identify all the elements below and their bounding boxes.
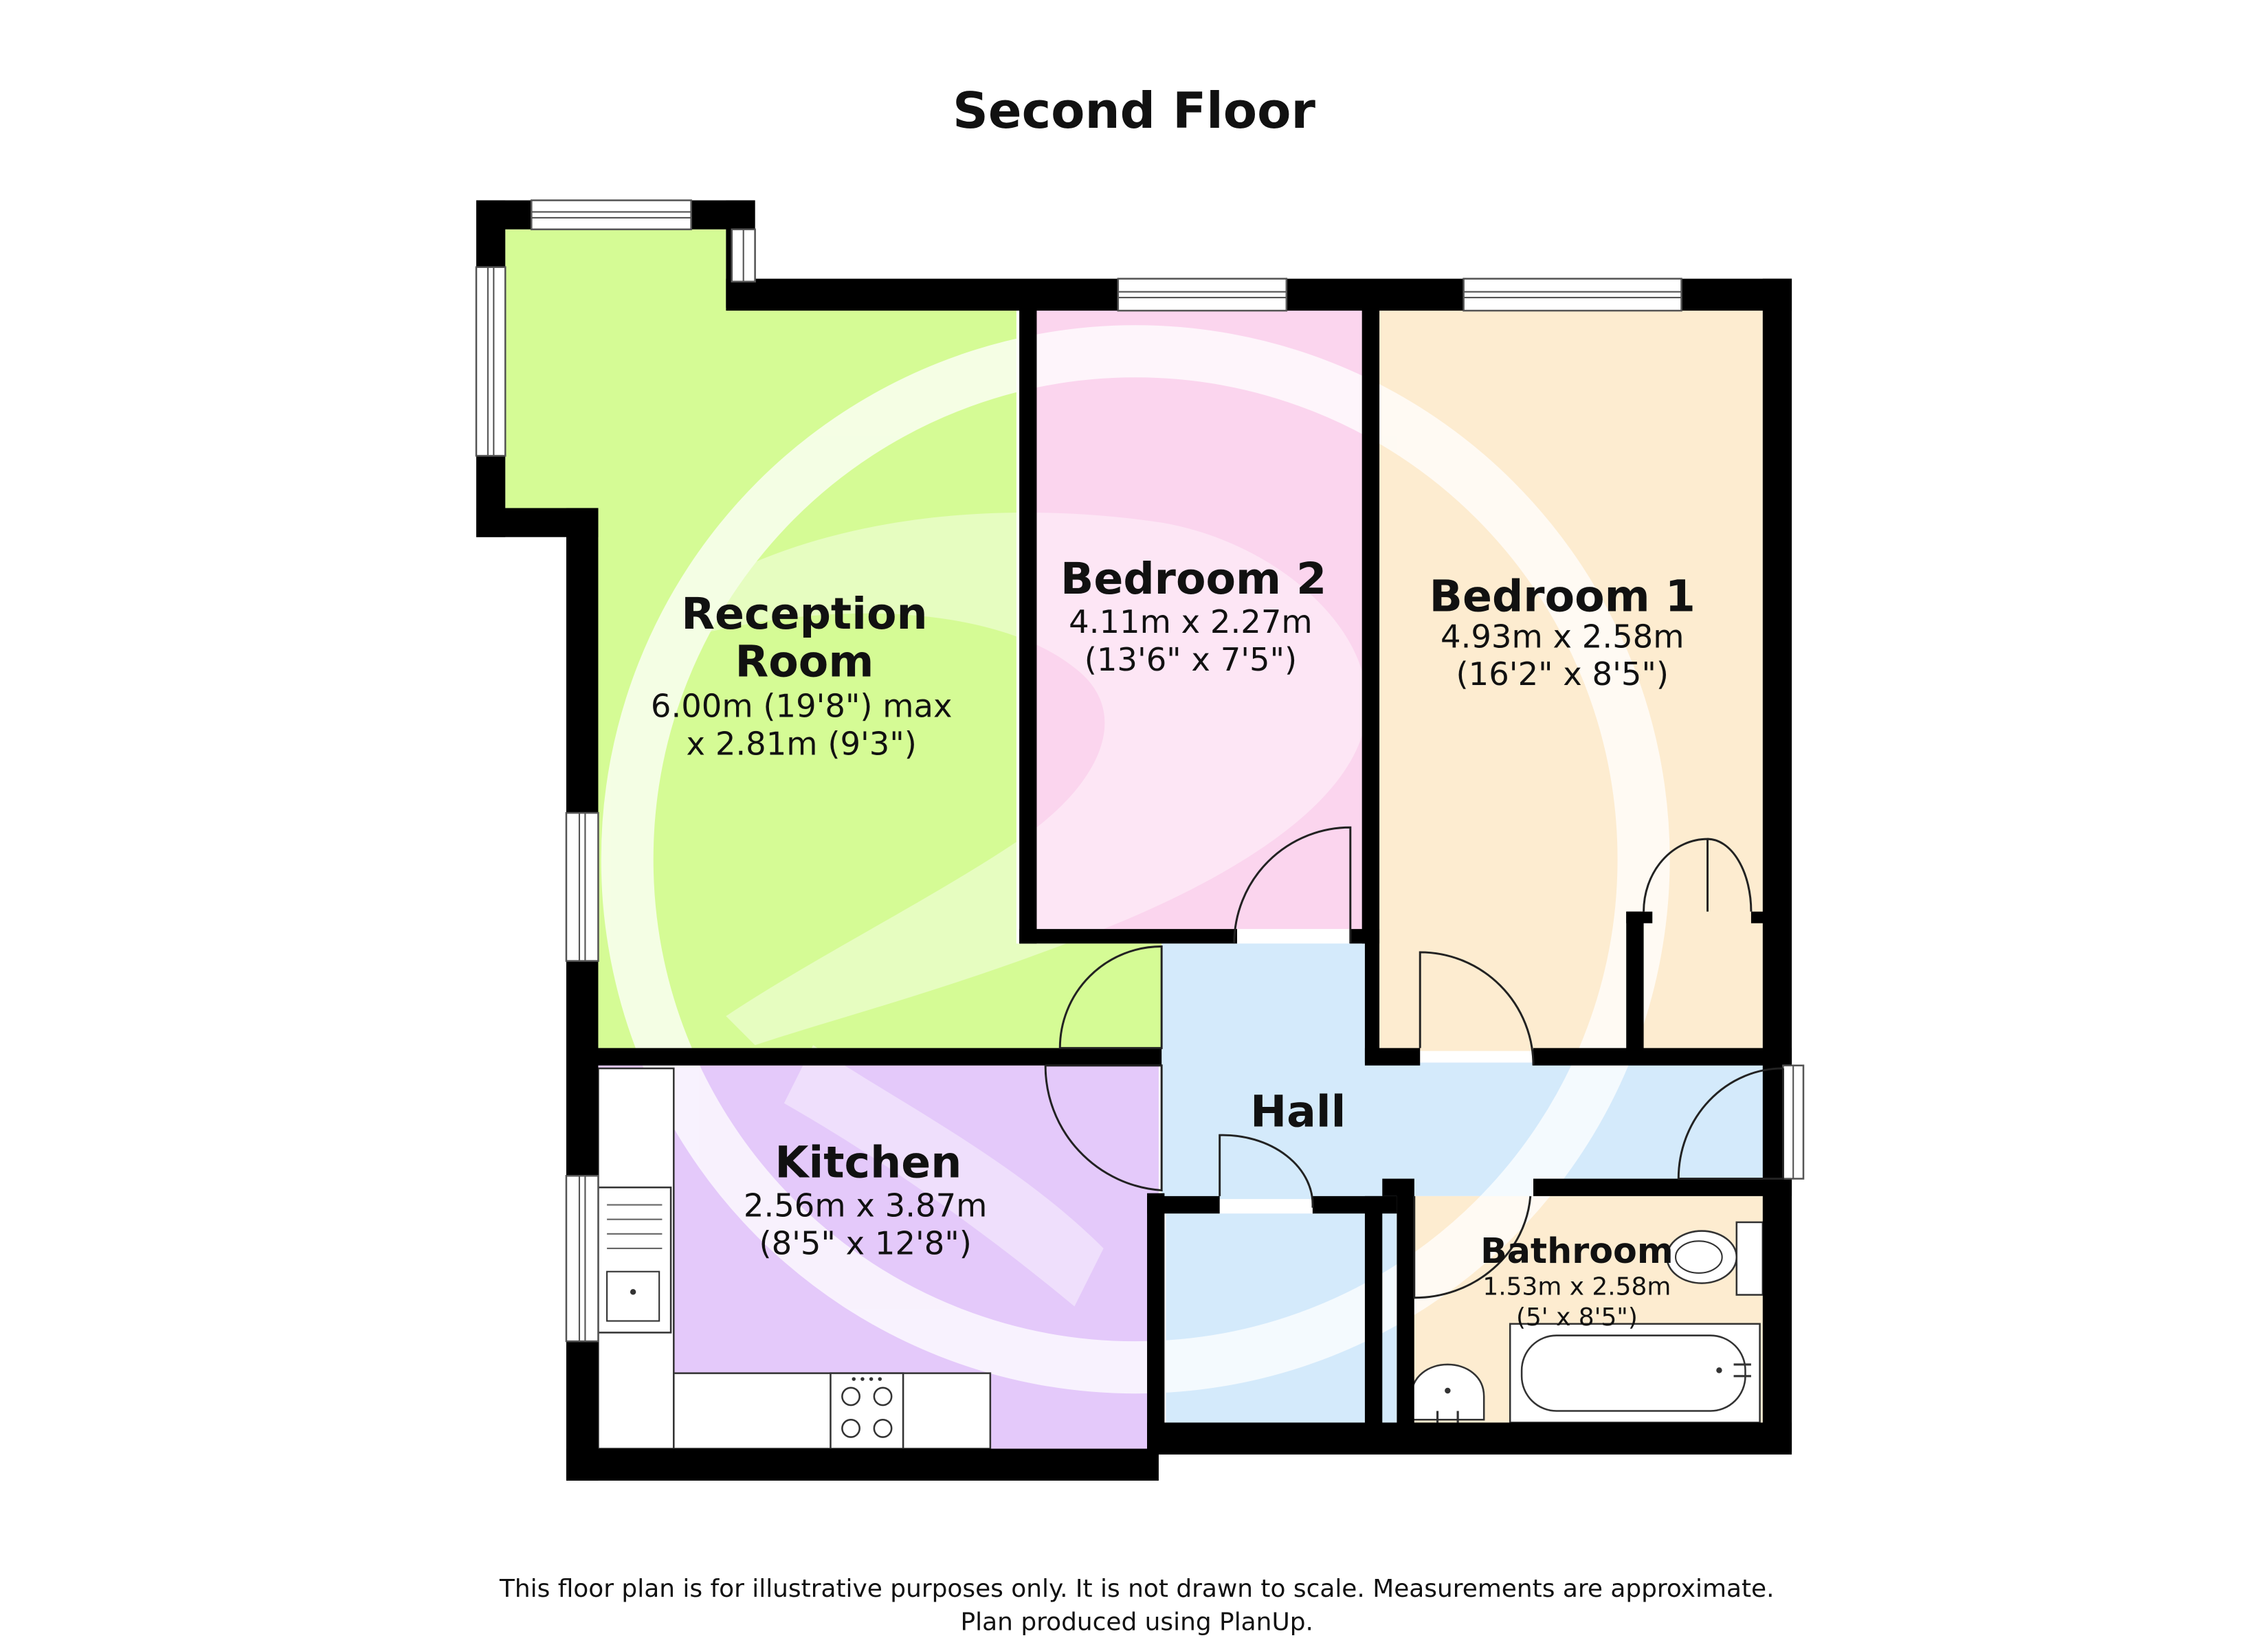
bedroom-1-dim-line1: 4.93m x 2.58m [1441, 618, 1685, 655]
kitchen-dim-line1: 2.56m x 3.87m [744, 1187, 988, 1224]
disclaimer-line-1: This floor plan is for illustrative purp… [499, 1575, 1775, 1603]
bedroom-2-label: Bedroom 2 4.11m x 2.27m (13'6" x 7'5") [1060, 553, 1326, 678]
door-swing-icon [1707, 838, 1753, 912]
reception-room-dim-line2: x 2.81m (9'3") [687, 726, 917, 763]
door-swing-icon [1233, 826, 1352, 944]
window-icon [565, 1175, 599, 1343]
reception-room-dim-line1: 6.00m (19'8") max [651, 688, 953, 725]
window-icon [1117, 278, 1288, 312]
door-swing-icon [1413, 1196, 1532, 1299]
bath-icon [1509, 1323, 1761, 1424]
disclaimer-line-2: Plan produced using PlanUp. [961, 1608, 1313, 1637]
window-icon [565, 811, 599, 962]
bedroom-2-dim-line2: (13'6" x 7'5") [1085, 641, 1297, 678]
bathroom-dim-line1: 1.53m x 2.58m [1482, 1273, 1671, 1301]
toilet-icon [1666, 1221, 1764, 1296]
reception-room-label: Reception Room 6.00m (19'8") max x 2.81m… [651, 588, 953, 763]
watermark-logo [601, 325, 1670, 1394]
kitchen-worktops [597, 1067, 992, 1450]
windows [475, 199, 1805, 1343]
bedroom-2-dim-line1: 4.11m x 2.27m [1069, 603, 1313, 640]
window-icon [530, 199, 692, 231]
bathroom-label: Bathroom 1.53m x 2.58m (5' x 8'5") [1480, 1231, 1674, 1332]
window-icon [475, 266, 507, 457]
door-swing-icon [1643, 838, 1709, 912]
bedroom-1-name: Bedroom 1 [1430, 570, 1696, 621]
door-swing-icon [1058, 945, 1163, 1049]
bedroom-1-label: Bedroom 1 4.93m x 2.58m (16'2" x 8'5") [1430, 570, 1696, 693]
hob-icon [830, 1372, 904, 1450]
floor-title: Second Floor [953, 82, 1315, 139]
window-icon [731, 228, 756, 283]
kitchen-label: Kitchen 2.56m x 3.87m (8'5" x 12'8") [744, 1136, 988, 1261]
bathroom-name: Bathroom [1480, 1231, 1674, 1271]
hall-name: Hall [1250, 1086, 1346, 1136]
bathroom-fixtures [1410, 1221, 1764, 1424]
basin-icon [1410, 1363, 1485, 1423]
door-swing-icon [1419, 951, 1535, 1066]
door-swing-icon [1044, 1064, 1163, 1192]
bathroom-dim-line2: (5' x 8'5") [1516, 1303, 1638, 1332]
bedroom-2-area [1034, 307, 1365, 930]
kitchen-dim-line2: (8'5" x 12'8") [759, 1224, 971, 1261]
bedroom-1-dim-line2: (16'2" x 8'5") [1456, 655, 1669, 693]
door-swing-icon [1677, 1067, 1784, 1180]
window-icon [1782, 1064, 1805, 1180]
door-swing-icon [1219, 1134, 1314, 1208]
kitchen-name: Kitchen [775, 1136, 961, 1187]
reception-room-area [505, 229, 1162, 1051]
reception-room-name-line2: Room [735, 636, 874, 687]
reception-room-name-line1: Reception [681, 588, 927, 639]
window-icon [1463, 278, 1682, 312]
bedroom-2-name: Bedroom 2 [1060, 553, 1326, 604]
doors [1044, 826, 1784, 1299]
